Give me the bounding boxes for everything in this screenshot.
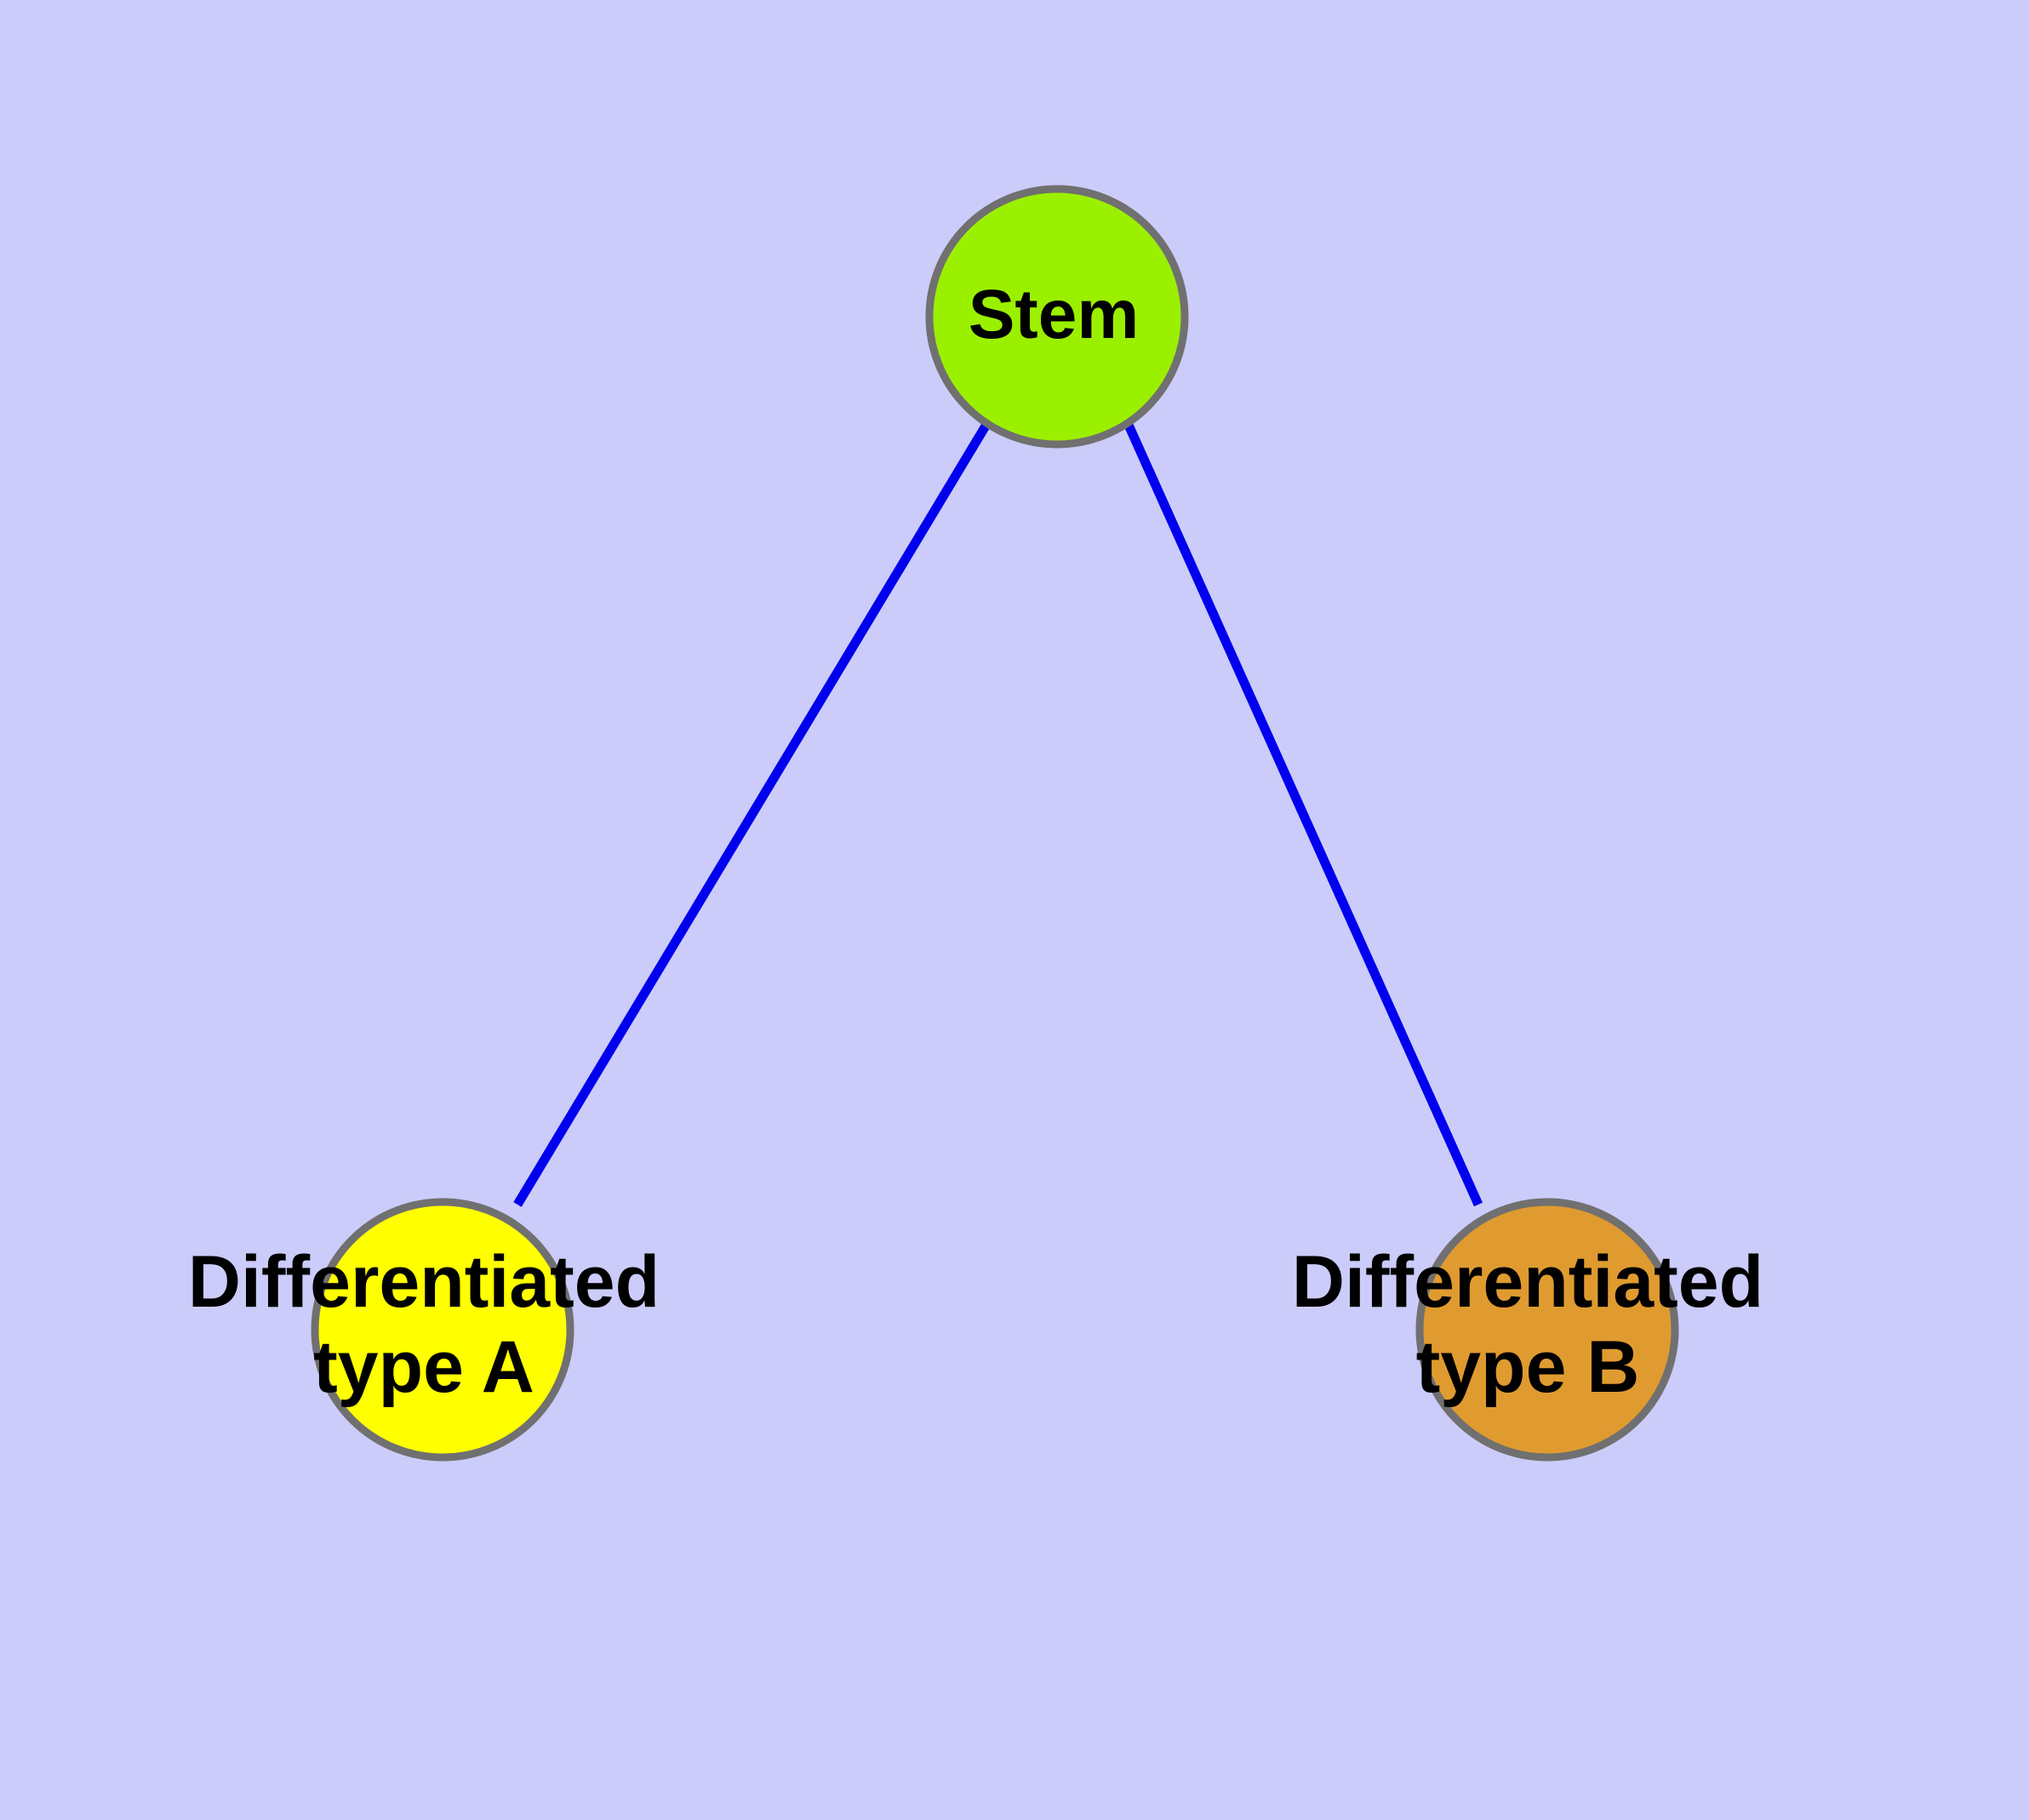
graph-node-differentiated-type-a[interactable] (311, 1198, 574, 1462)
graph-node-label-line: type A (313, 1326, 534, 1408)
graph-node-stem[interactable] (925, 185, 1189, 449)
graph-node-label-stem: Stem (969, 276, 1140, 353)
graph-node-label-line: type B (1416, 1326, 1640, 1408)
graph-edge-stem-to-type-a (513, 421, 992, 1207)
graph-edge-stem-to-type-b (1123, 421, 1483, 1207)
nodes-layer (311, 185, 1679, 1462)
edges-layer (513, 421, 1483, 1207)
graph-node-label-line: Differentiated (188, 1241, 660, 1323)
graph-node-label-line: Stem (969, 276, 1140, 353)
graph-node-label-line: Differentiated (1292, 1241, 1763, 1323)
graph-node-differentiated-type-b[interactable] (1415, 1198, 1679, 1462)
